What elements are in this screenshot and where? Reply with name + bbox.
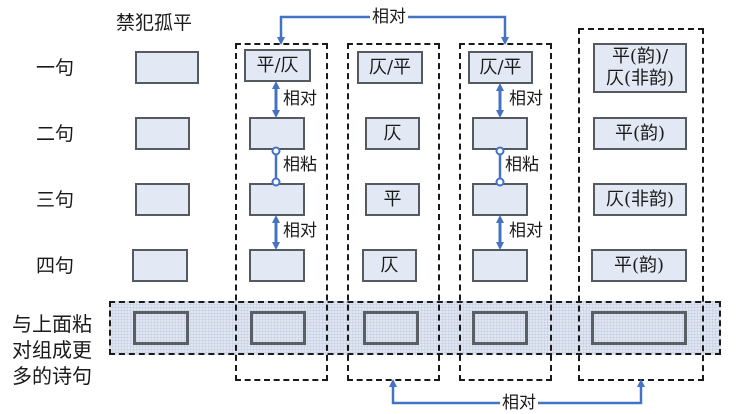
top-connector-label: 相对 (370, 7, 408, 27)
column-3-cell-2 (472, 117, 528, 150)
column-3-cell-4 (472, 249, 528, 282)
column-2-cell-3: 平 (365, 183, 420, 216)
column-3-sticky-node-top (495, 146, 505, 156)
band-cell-column-1 (250, 311, 306, 345)
column-1-sticky-node-bottom (271, 177, 281, 187)
column-1-sticky-node-top (271, 146, 281, 156)
column-1-link-1: 相对 (283, 89, 317, 109)
bottom-label-line-2: 对组成更 (12, 338, 92, 362)
row-label-3: 三句 (36, 189, 75, 211)
base-cell-4 (132, 249, 188, 282)
row-label-1: 一句 (36, 57, 75, 79)
column-4-cell-4: 平(韵) (591, 249, 687, 282)
column-3-link-3: 相对 (509, 221, 543, 241)
column-2-cell-1: 仄/平 (357, 51, 423, 84)
row-label-2: 二句 (36, 123, 75, 145)
column-1-link-2: 相粘 (283, 155, 317, 175)
band-cell-base (133, 311, 189, 345)
column-1-link-3: 相对 (283, 221, 317, 241)
base-cell-1 (135, 51, 199, 84)
column-4-cell-3: 仄(非韵) (593, 183, 687, 216)
extension-band (109, 301, 721, 355)
column-3-link-1: 相对 (509, 89, 543, 109)
column-2-cell-2: 仄 (365, 117, 420, 150)
column-1-cell-2 (249, 117, 305, 150)
band-cell-column-2 (363, 311, 419, 345)
band-cell-column-3 (472, 311, 528, 345)
bottom-label: 与上面粘 对组成更 多的诗句 (12, 311, 92, 389)
header-title: 禁犯孤平 (116, 12, 193, 34)
column-1-cell-4 (249, 249, 305, 282)
column-3-link-2: 相粘 (505, 155, 539, 175)
column-2-cell-4: 仄 (362, 249, 417, 282)
band-cell-column-4 (591, 311, 687, 345)
bottom-label-line-3: 多的诗句 (12, 364, 92, 388)
row-label-4: 四句 (36, 255, 75, 277)
bottom-connector-label: 相对 (500, 393, 538, 413)
column-3-sticky-node-bottom (495, 177, 505, 187)
column-1-cell-1: 平/仄 (244, 49, 311, 82)
column-4-cell-1: 平(韵)/ 仄(非韵) (593, 43, 687, 93)
column-4-cell-2: 平(韵) (593, 117, 687, 150)
base-cell-3 (135, 183, 190, 216)
base-cell-2 (135, 117, 190, 150)
bottom-label-line-1: 与上面粘 (12, 312, 92, 336)
